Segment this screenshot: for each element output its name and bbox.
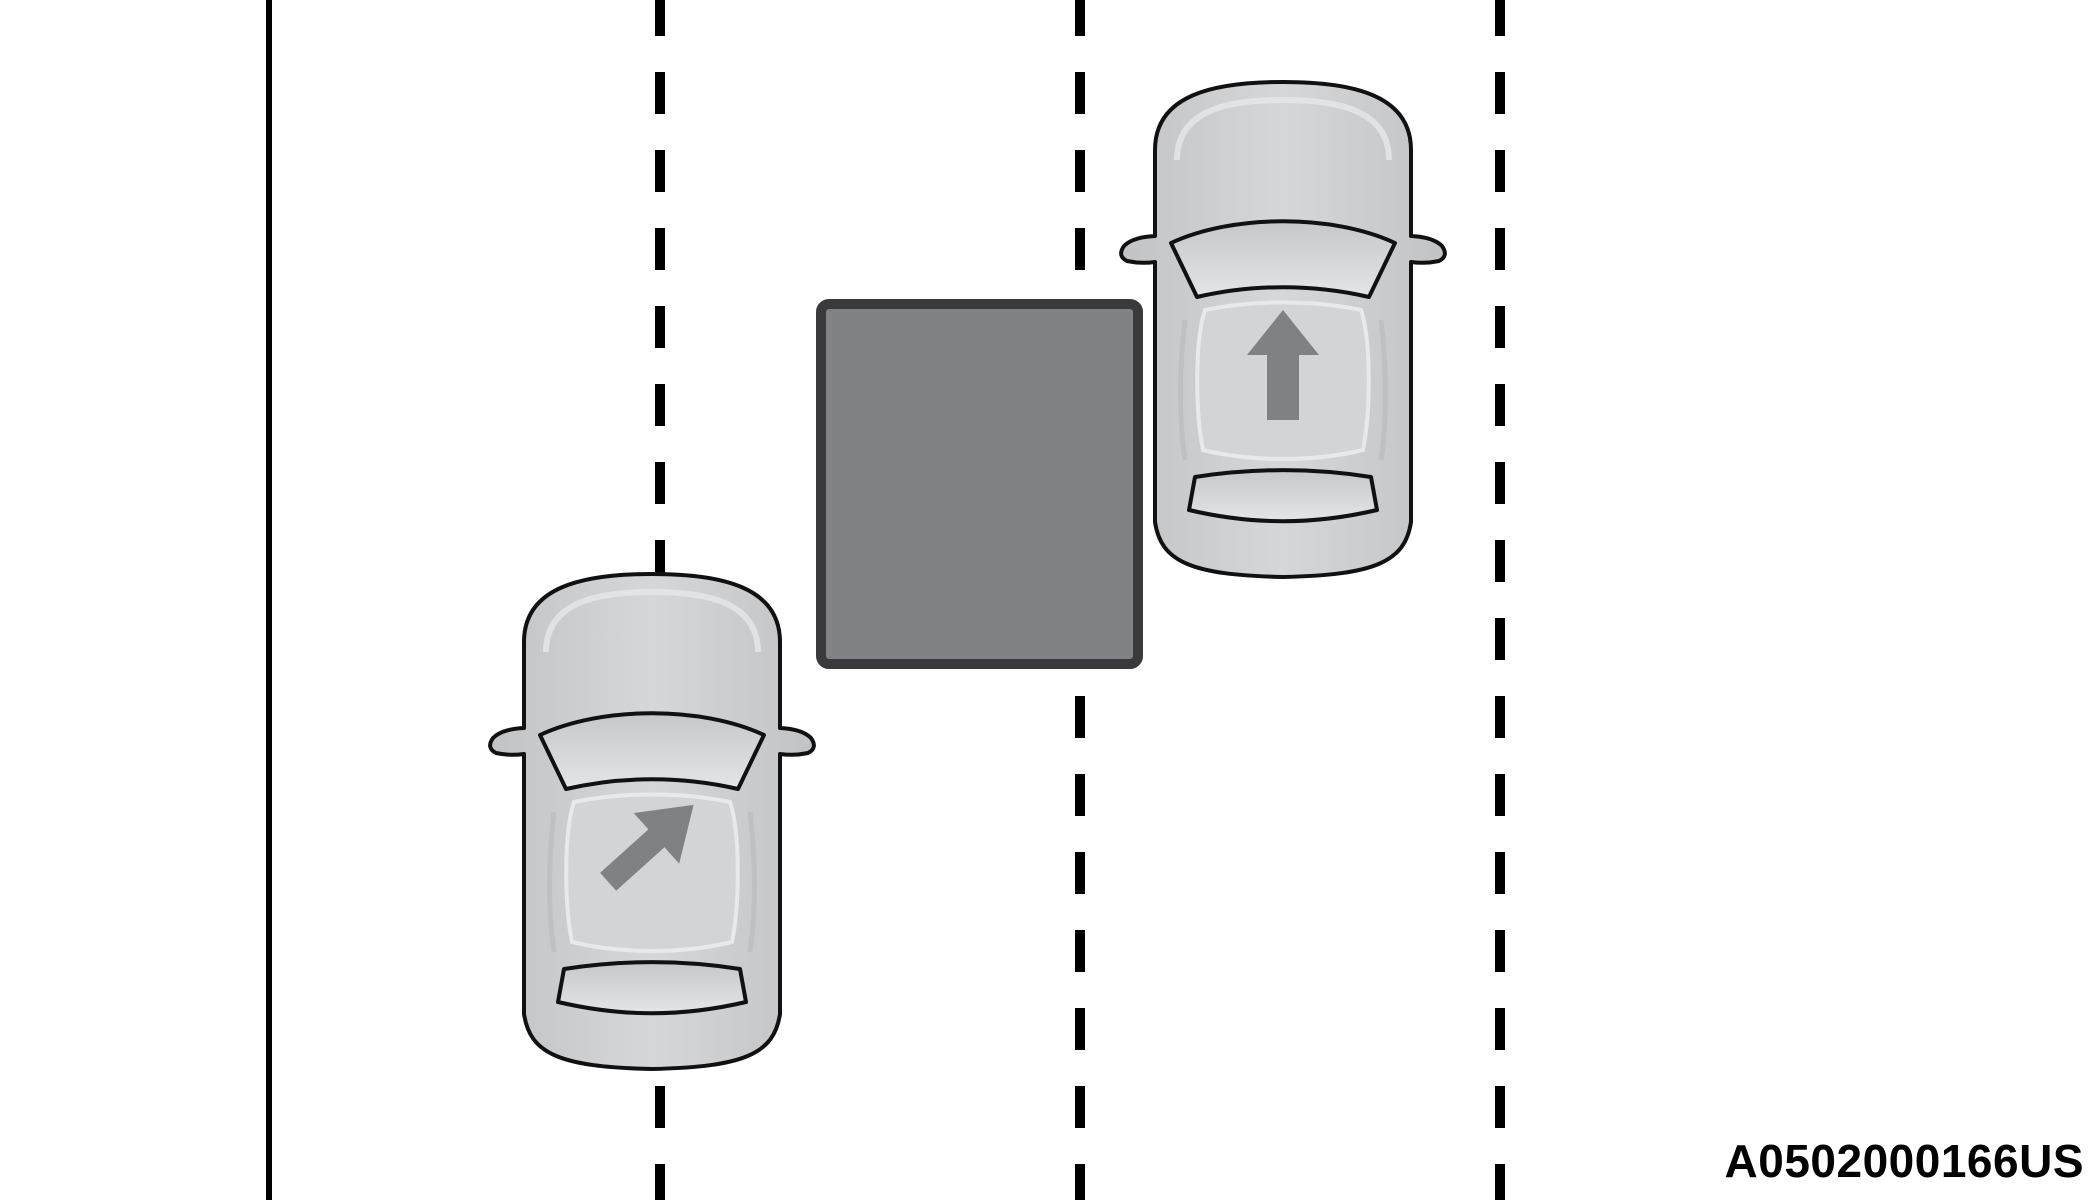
straight-arrow-icon: [1247, 310, 1319, 420]
lane-change-arrow-icon: [600, 804, 694, 891]
other-vehicle: [1121, 82, 1445, 577]
blind-spot-detection-zone: [816, 299, 1143, 669]
figure-code-label: A0502000166US: [1724, 1135, 2084, 1187]
own-vehicle: [490, 574, 814, 1069]
